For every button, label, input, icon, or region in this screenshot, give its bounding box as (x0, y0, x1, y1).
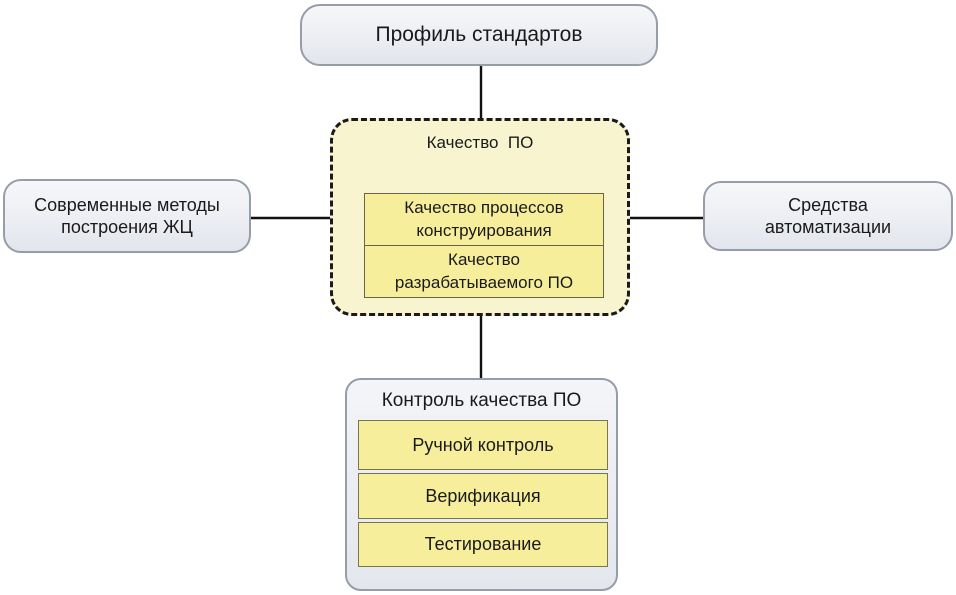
cell-process-quality-line1: Качество процессов (404, 197, 564, 217)
cell-software-quality: Качество разрабатываемого ПО (365, 245, 603, 297)
node-automation-tools-label-line1: Средства (788, 194, 868, 215)
group-quality-control-title: Контроль качества ПО (381, 390, 582, 411)
node-lifecycle-methods: Современные методы построения ЖЦ (3, 179, 251, 253)
control-item-verification-label: Верификация (425, 485, 541, 506)
quality-cells-box: Качество процессов конструирования Качес… (364, 193, 604, 298)
cell-software-quality-line1: Качество (448, 249, 520, 269)
node-lifecycle-methods-label-line2: построения ЖЦ (61, 217, 193, 237)
node-lifecycle-methods-label-line1: Современные методы (34, 194, 220, 215)
control-item-manual-label: Ручной контроль (412, 434, 554, 455)
control-item-verification: Верификация (358, 473, 608, 519)
cell-software-quality-line2: разрабатываемого ПО (394, 272, 574, 292)
node-standards-profile: Профиль стандартов (300, 4, 658, 66)
control-item-testing-label: Тестирование (424, 534, 542, 554)
group-software-quality-title: Качество ПО (426, 133, 534, 152)
control-item-testing: Тестирование (358, 522, 608, 567)
cell-process-quality: Качество процессов конструирования (365, 194, 603, 245)
node-automation-tools: Средства автоматизации (703, 181, 953, 251)
cell-process-quality-line2: конструирования (416, 220, 552, 240)
control-item-manual: Ручной контроль (358, 420, 608, 470)
node-standards-profile-label: Профиль стандартов (375, 22, 583, 46)
group-software-quality: Качество ПО Качество процессов конструир… (330, 118, 630, 316)
node-automation-tools-label-line2: автоматизации (764, 217, 892, 237)
group-quality-control: Контроль качества ПО Ручной контроль Вер… (345, 378, 618, 591)
